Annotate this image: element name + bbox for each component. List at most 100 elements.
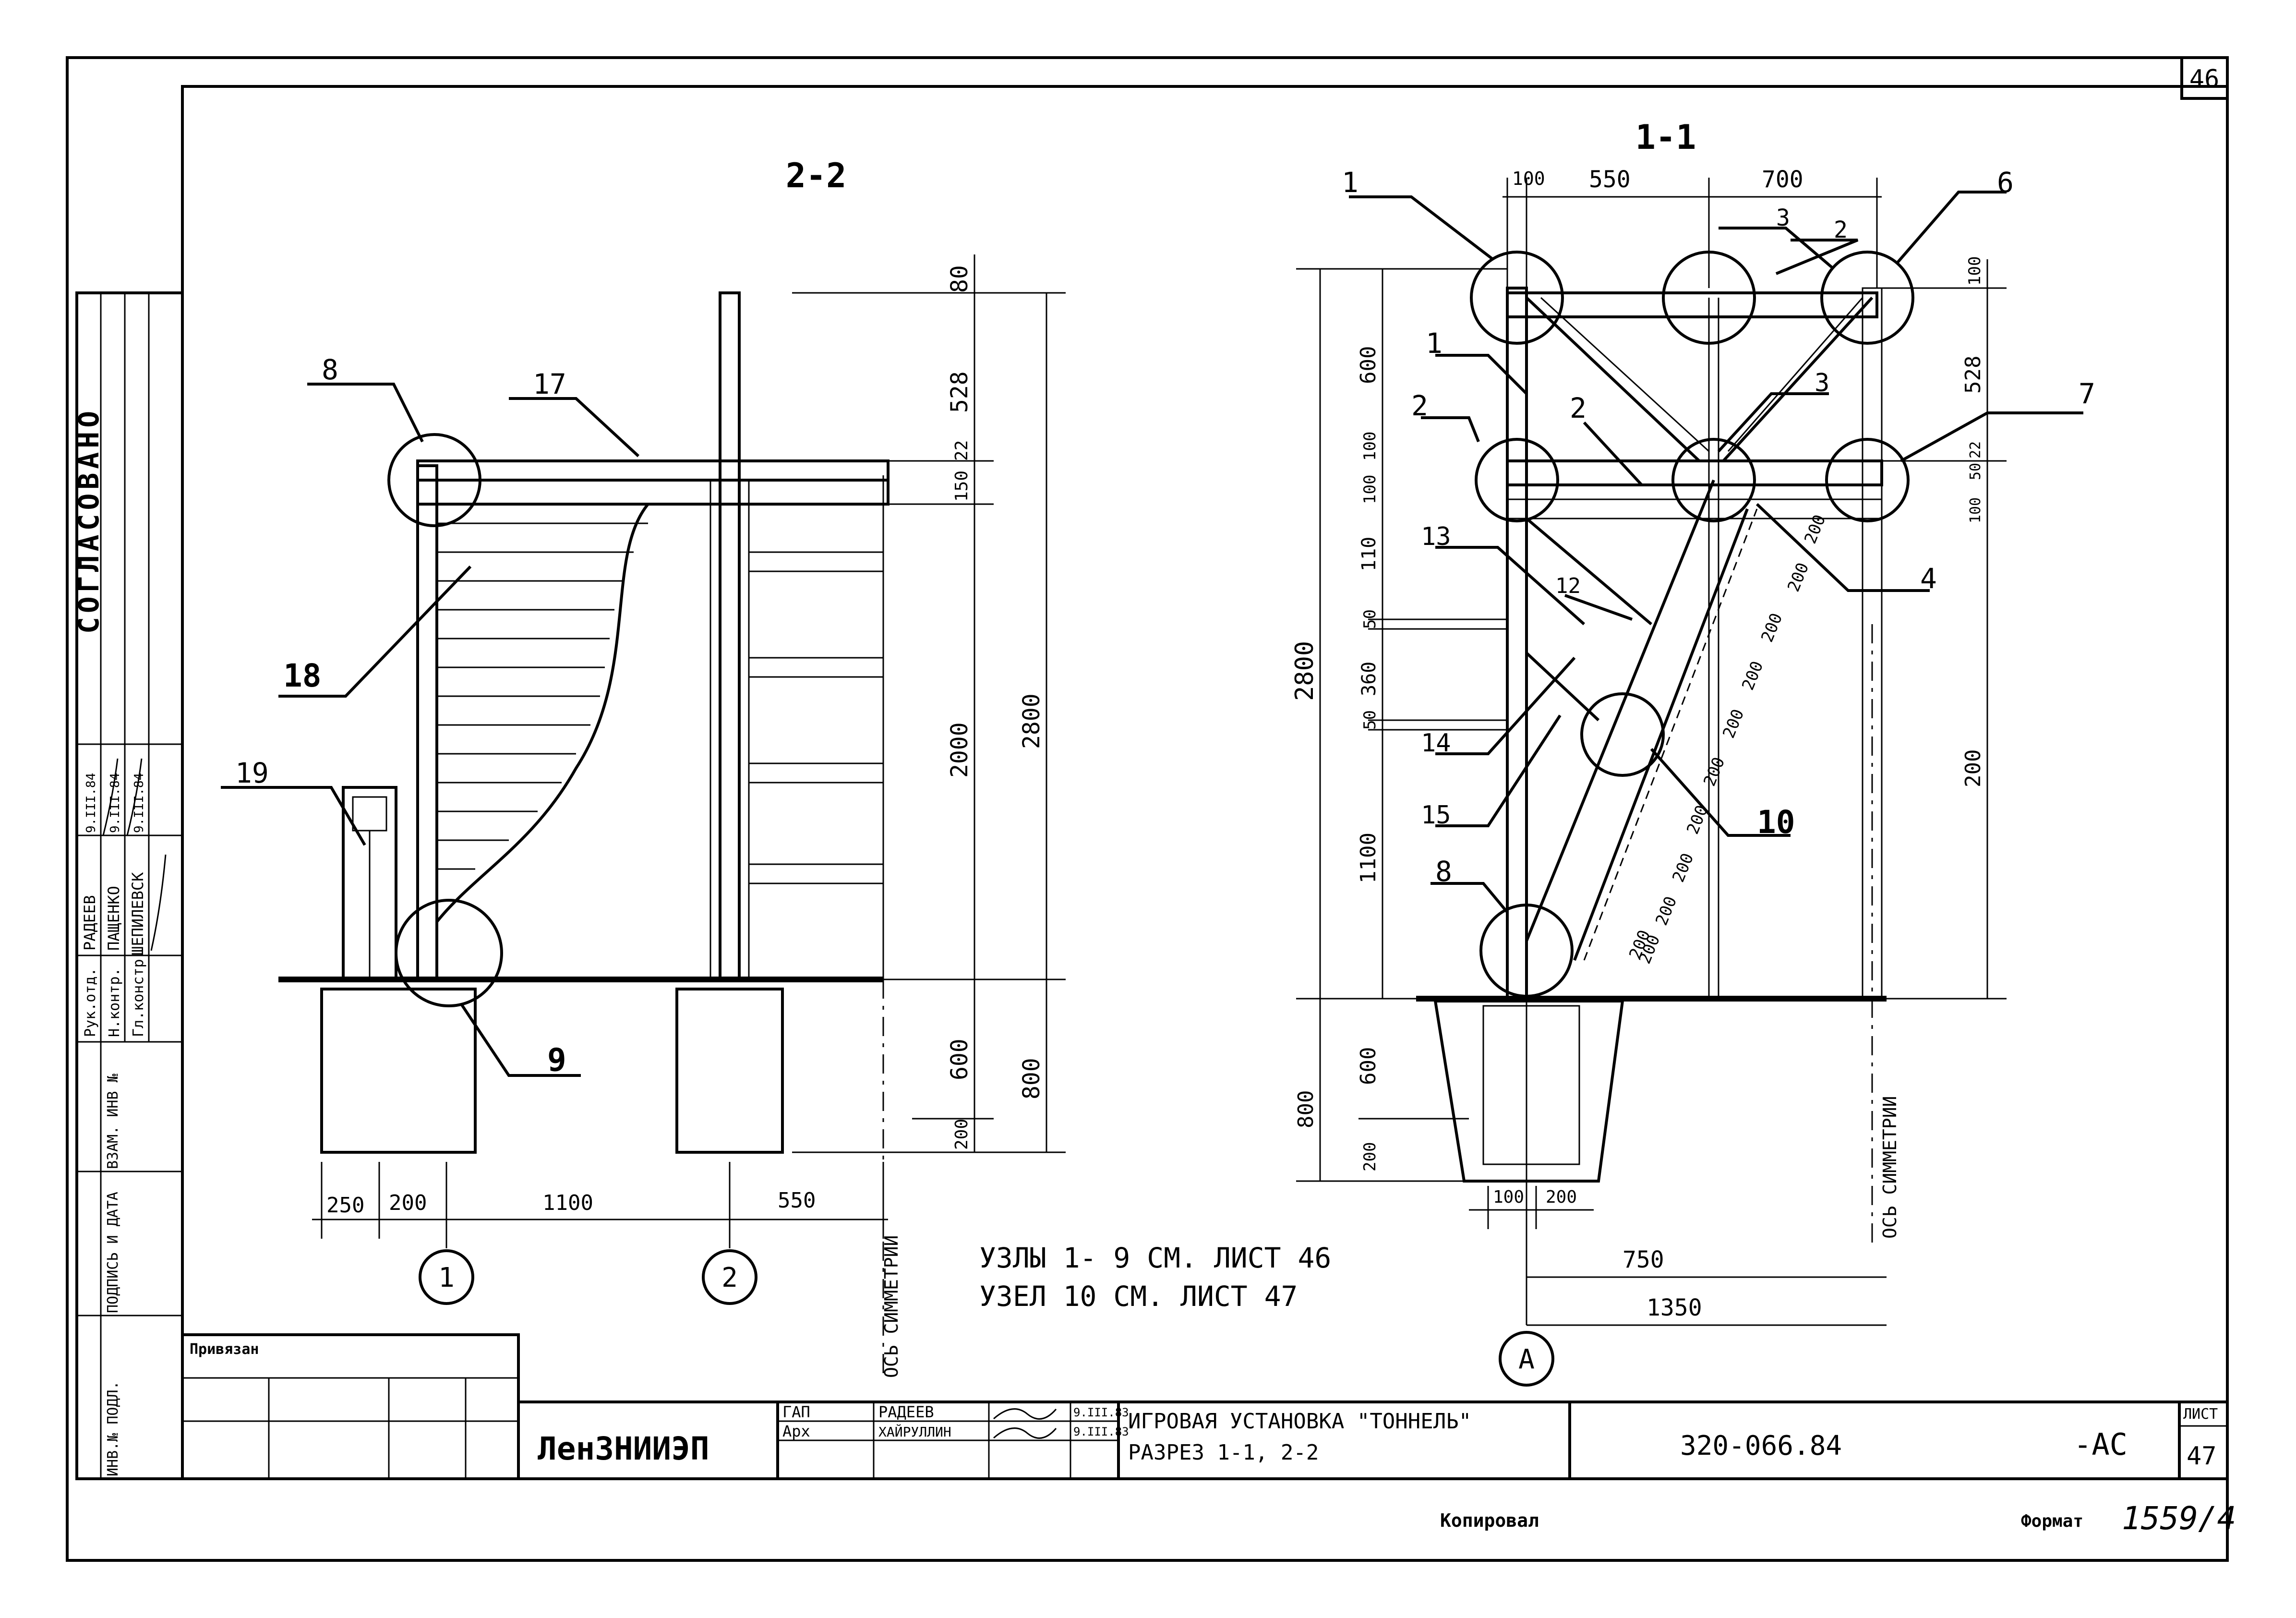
left-dim-2800: 2800 xyxy=(1018,693,1045,749)
stair-dim-7: 200 xyxy=(1669,850,1697,885)
section-1-1: 1-1 xyxy=(1290,118,2095,1387)
top-page-number: 46 xyxy=(2189,65,2220,94)
org-name: ЛенЗНИИЭП xyxy=(538,1430,709,1467)
callout-8-right: 8 xyxy=(1435,855,1452,888)
left-dim-800: 800 xyxy=(1018,1058,1045,1099)
stair-dim-4: 200 xyxy=(1719,706,1748,741)
page-number-box xyxy=(2180,56,2229,100)
callout-14: 14 xyxy=(1421,729,1451,758)
approval-name-2: ПАЩЕНКО xyxy=(105,886,123,951)
right-dim-1100: 1100 xyxy=(1356,833,1381,883)
stair-dim-8: 200 xyxy=(1652,894,1681,928)
callout-4: 4 xyxy=(1920,562,1937,595)
note-nodes-1-9: УЗЛЫ 1- 9 СМ. ЛИСТ 46 xyxy=(979,1242,1331,1274)
right-dim-600: 600 xyxy=(1356,346,1381,384)
right-dim-r100: 100 xyxy=(1965,256,1984,286)
doc-suffix: -АС xyxy=(2074,1427,2128,1462)
callout-8-left: 8 xyxy=(322,353,338,386)
role-gap: ГАП xyxy=(782,1403,810,1421)
callout-1-top: 1 xyxy=(1342,166,1358,199)
right-view-title: 1-1 xyxy=(1635,118,1696,157)
callout-9: 9 xyxy=(547,1041,566,1078)
right-dim-r22: 22 xyxy=(1967,441,1984,459)
right-dim-50b: 50 xyxy=(1360,710,1380,730)
date-arch: 9.III.83 xyxy=(1073,1425,1129,1438)
right-symmetry-axis: ОСЬ СИММЕТРИИ xyxy=(1879,1096,1900,1239)
approval-title: СОГЛАСОВАНО xyxy=(72,407,105,634)
left-dim-600: 600 xyxy=(946,1038,973,1080)
callout-10: 10 xyxy=(1757,804,1795,841)
approval-name-1: РАДЕЕВ xyxy=(81,895,99,951)
section-2-2: 2-2 xyxy=(221,156,1066,1378)
right-dim-1350: 1350 xyxy=(1647,1294,1702,1321)
right-dim-200b: 200 xyxy=(1360,1142,1380,1171)
right-dim-50a: 50 xyxy=(1360,609,1380,629)
right-dim-750: 750 xyxy=(1623,1246,1664,1273)
stair-dim-3: 200 xyxy=(1738,658,1767,693)
approval-role-3: Гл.констр. xyxy=(130,950,147,1037)
left-dim-150: 150 xyxy=(952,471,972,502)
callout-2-top: 2 xyxy=(1834,217,1848,243)
approval-role-2: Н.контр. xyxy=(106,968,123,1038)
approval-name-3: ШЕПИЛЕВСК xyxy=(129,872,147,955)
drawing-title-2: РАЗРЕЗ 1-1, 2-2 xyxy=(1128,1440,1319,1465)
stair-dim-5: 200 xyxy=(1700,754,1729,789)
left-dim-22: 22 xyxy=(952,440,972,461)
sheet-label: ЛИСТ xyxy=(2183,1406,2218,1423)
stair-dim-10: 200 xyxy=(1801,512,1829,546)
callout-13: 13 xyxy=(1421,522,1451,551)
left-dim-h200: 200 xyxy=(389,1191,427,1215)
callout-3-top: 3 xyxy=(1776,205,1790,231)
right-dim-800: 800 xyxy=(1294,1090,1318,1128)
copied-label: Копировал xyxy=(1440,1510,1539,1531)
left-view-title: 2-2 xyxy=(786,156,846,195)
left-axis-1: 1 xyxy=(438,1262,455,1293)
stair-dim-1: 200 xyxy=(1784,560,1813,594)
right-dim-top-700: 700 xyxy=(1762,166,1803,193)
date-gap: 9.III.83 xyxy=(1073,1406,1129,1419)
note-node-10: УЗЕЛ 10 СМ. ЛИСТ 47 xyxy=(979,1280,1298,1313)
callout-2-mid: 2 xyxy=(1570,392,1587,424)
approval-date-1: 9.III.84 xyxy=(84,773,98,833)
left-dim-528: 528 xyxy=(946,371,973,413)
sheet-number: 47 xyxy=(2187,1442,2217,1471)
left-dim-80: 80 xyxy=(946,265,973,293)
right-axis-a: А xyxy=(1518,1344,1535,1375)
title-signatures xyxy=(993,1408,1057,1439)
name-gap: РАДЕЕВ xyxy=(878,1403,934,1421)
title-block: Привязан ЛенЗНИИЭП ГАП Арх РАДЕЕВ ХАЙРУЛ… xyxy=(181,1333,2229,1480)
approval-column: СОГЛАСОВАНО Рук.отд. Н.контр. Гл.констр.… xyxy=(72,291,184,1480)
approval-sign-date: ПОДПИСЬ И ДАТА xyxy=(105,1192,121,1313)
right-dim-r50: 50 xyxy=(1967,463,1984,480)
approval-orig-inv: ИНВ.№ ПОДЛ. xyxy=(105,1381,121,1476)
left-dim-200: 200 xyxy=(952,1119,972,1150)
callout-17: 17 xyxy=(533,368,566,400)
right-dim-100a: 100 xyxy=(1360,432,1380,461)
callout-1-mid: 1 xyxy=(1426,327,1443,360)
format-value: 1559/4 xyxy=(2122,1500,2236,1537)
bound-label: Привязан xyxy=(190,1341,259,1358)
callout-12: 12 xyxy=(1555,574,1581,598)
callout-6: 6 xyxy=(1997,166,2014,199)
format-label: Формат xyxy=(2021,1511,2083,1531)
drawing-title-1: ИГРОВАЯ УСТАНОВКА "ТОННЕЛЬ" xyxy=(1128,1409,1471,1434)
doc-code: 320-066.84 xyxy=(1680,1430,1842,1461)
left-dim-550: 550 xyxy=(778,1188,816,1213)
right-dim-110: 110 xyxy=(1358,537,1380,571)
callout-18: 18 xyxy=(283,657,321,694)
left-dim-2000: 2000 xyxy=(946,722,973,778)
right-dim-100b: 100 xyxy=(1360,475,1380,504)
name-arch: ХАЙРУЛЛИН xyxy=(878,1424,951,1440)
stair-dim-6: 200 xyxy=(1683,802,1712,837)
right-dim-r100b: 100 xyxy=(1967,497,1984,523)
right-dim-r200: 200 xyxy=(1961,749,1985,787)
approval-signatures xyxy=(102,758,167,951)
role-arch: Арх xyxy=(782,1422,810,1440)
callout-7: 7 xyxy=(2079,377,2095,410)
callout-3-mid: 3 xyxy=(1815,369,1829,398)
left-symmetry-axis: ОСЬ СИММЕТРИИ xyxy=(881,1235,902,1378)
right-dim-b200: 200 xyxy=(1546,1187,1577,1207)
stair-dim-2: 200 xyxy=(1757,610,1786,645)
